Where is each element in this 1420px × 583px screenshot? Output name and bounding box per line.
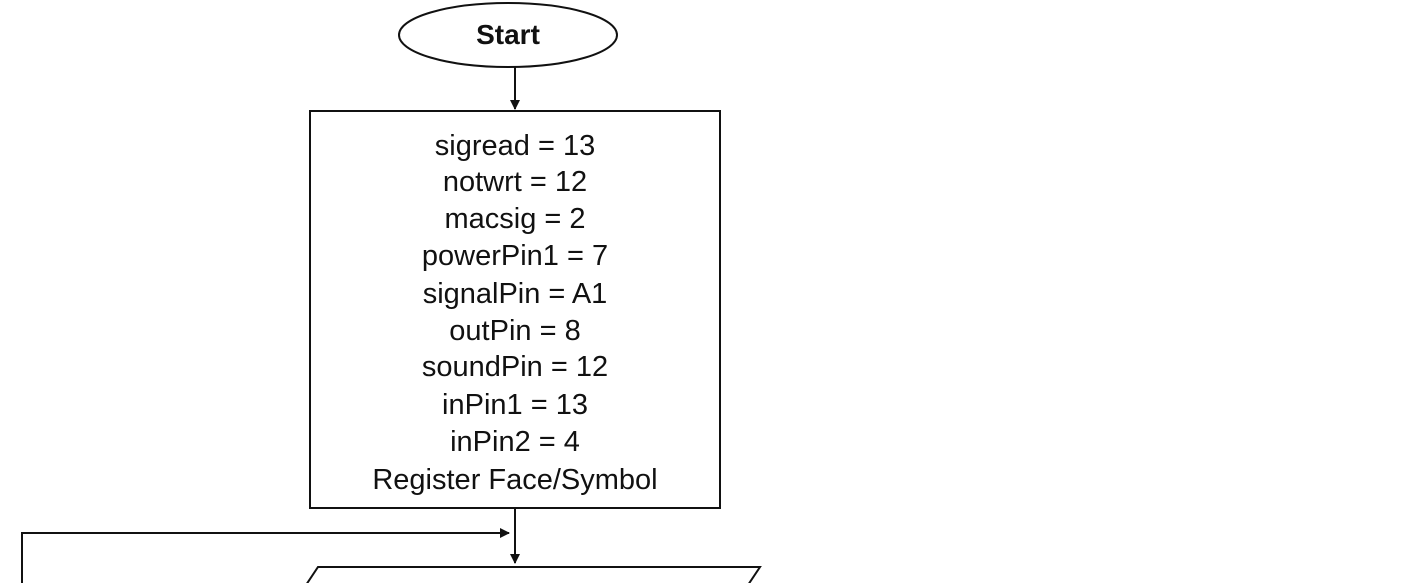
- init-line-notwrt: notwrt = 12: [443, 166, 587, 198]
- init-process-rect: [309, 110, 721, 509]
- init-line-soundpin: soundPin = 12: [422, 351, 608, 383]
- io-parallelogram: [306, 566, 762, 583]
- init-line-inpin2: inPin2 = 4: [450, 426, 580, 458]
- start-ellipse: [398, 2, 618, 68]
- init-line-inpin1: inPin1 = 13: [442, 389, 588, 421]
- init-line-macsig: macsig = 2: [444, 203, 585, 235]
- init-line-outpin: outPin = 8: [449, 315, 580, 347]
- init-line-sigread: sigread = 13: [435, 130, 595, 162]
- loop-back-connector: [21, 528, 510, 583]
- start-terminator: Start: [398, 2, 618, 68]
- init-line-powerpin1: powerPin1 = 7: [422, 240, 608, 272]
- init-process-block: sigread = 13 notwrt = 12 macsig = 2 powe…: [309, 110, 721, 509]
- start-label: Start: [476, 19, 540, 50]
- init-line-signalpin: signalPin = A1: [423, 278, 608, 310]
- init-line-register: Register Face/Symbol: [372, 464, 657, 496]
